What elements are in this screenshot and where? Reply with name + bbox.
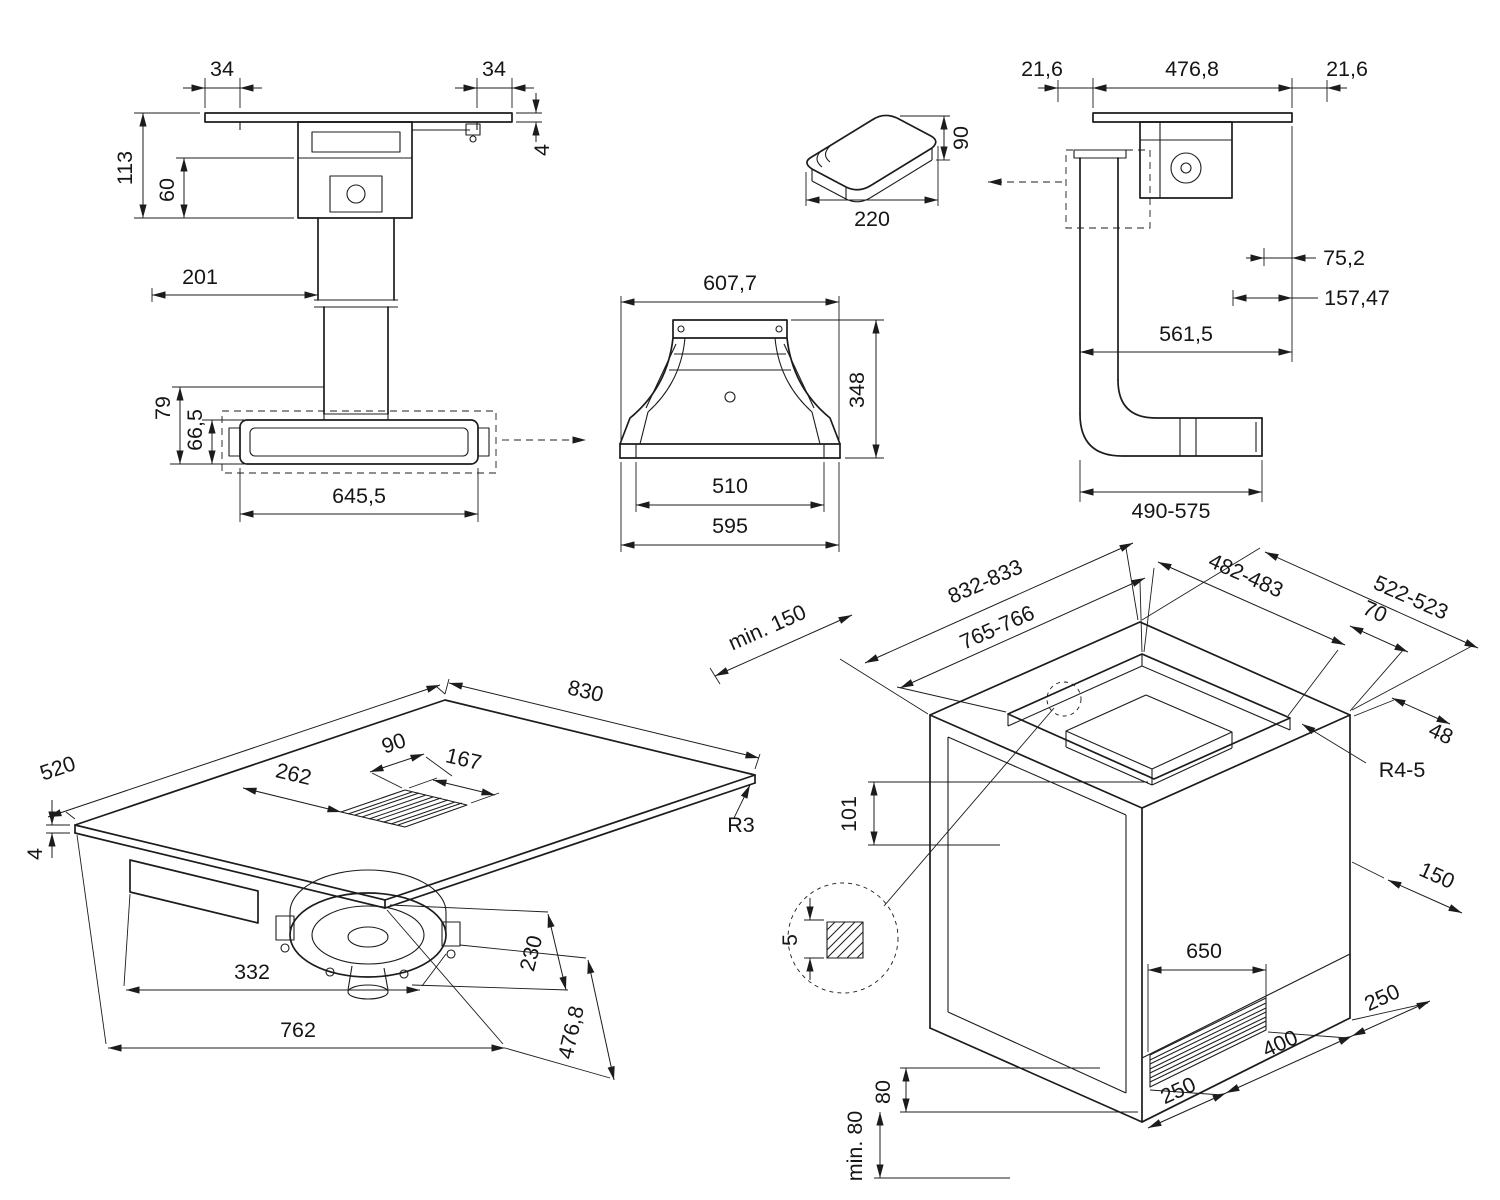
dim-79: 79: [151, 396, 175, 420]
dim-113: 113: [113, 151, 137, 185]
hood-front-view: 607,7 348 510 595: [619, 271, 884, 552]
dim-34-right: 34: [482, 57, 506, 81]
dim-4-glass: 4: [23, 848, 47, 860]
dim-90-duct: 90: [949, 126, 973, 150]
dim-75-2: 75,2: [1323, 246, 1365, 270]
dim-5: 5: [778, 934, 802, 946]
dim-220: 220: [854, 207, 890, 231]
dim-60: 60: [155, 178, 179, 202]
dim-332: 332: [234, 960, 270, 984]
dim-21-6-left: 21,6: [1021, 57, 1063, 81]
dim-645-5: 645,5: [332, 484, 386, 508]
dim-595: 595: [712, 514, 748, 538]
dim-r3: R3: [727, 813, 755, 837]
dim-762: 762: [280, 1018, 316, 1042]
dim-607-7: 607,7: [703, 271, 757, 295]
duct-piece-3d-view: 90 220: [805, 114, 973, 231]
pedestal-side-view: 34 34 4 113 60 201 79 66,5 645,5: [113, 57, 586, 522]
dim-min-80: min. 80: [843, 1111, 867, 1182]
dim-157-47: 157,47: [1324, 286, 1390, 310]
dim-66-5: 66,5: [183, 409, 207, 451]
dim-4-thickness: 4: [530, 144, 554, 156]
dim-21-6-right: 21,6: [1326, 57, 1368, 81]
dim-510: 510: [712, 474, 748, 498]
dim-101: 101: [837, 796, 861, 832]
dim-201: 201: [182, 265, 218, 289]
downdraft-side-view: 21,6 476,8 21,6 75,2 157,47 561,5 490-57…: [988, 57, 1390, 523]
dim-80: 80: [871, 1080, 895, 1104]
dim-348: 348: [845, 372, 869, 408]
dim-650: 650: [1186, 939, 1222, 963]
dim-490-575: 490-575: [1132, 499, 1211, 523]
dim-34-left: 34: [210, 57, 234, 81]
dim-561-5: 561,5: [1159, 322, 1213, 346]
dim-476-8: 476,8: [1165, 57, 1219, 81]
dim-r4-5: R4-5: [1379, 758, 1426, 782]
